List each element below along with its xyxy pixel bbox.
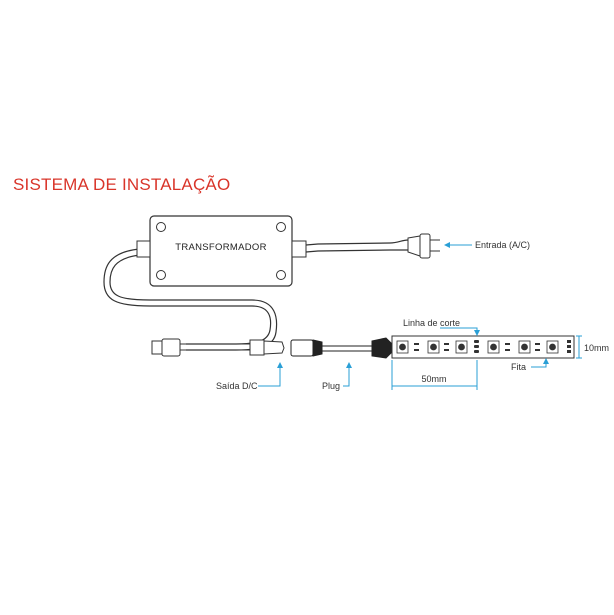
- screw-hole-br: [276, 270, 286, 280]
- input-pointer: [444, 242, 472, 248]
- output-arrowhead: [277, 362, 283, 368]
- transformer-label: TRANSFORMADOR: [175, 242, 267, 253]
- transformer-left-grommet: [136, 240, 151, 258]
- ac-plug: [407, 233, 440, 259]
- plug-label: Plug: [322, 381, 340, 391]
- diagram-title: SISTEMA DE INSTALAÇÃO: [13, 175, 230, 194]
- segment-length-label: 50mm: [421, 374, 446, 384]
- led-strip: [391, 335, 575, 359]
- screw-hole-tl: [156, 222, 166, 232]
- screw-hole-tr: [276, 222, 286, 232]
- strip-label: Fita: [511, 362, 526, 372]
- strip-arrowhead: [543, 358, 549, 364]
- cut-line-label: Linha de corte: [403, 318, 460, 328]
- output-label: Saída D/C: [216, 381, 258, 391]
- cut-line-arrowhead: [474, 330, 480, 336]
- transformer: TRANSFORMADOR: [136, 215, 307, 287]
- width-dimension: [576, 335, 582, 359]
- led-chips: [396, 340, 559, 354]
- dc-output-connector: [151, 338, 285, 357]
- segment-dimension: [391, 360, 478, 390]
- input-cable: [305, 239, 409, 253]
- input-label: Entrada (A/C): [475, 240, 530, 250]
- cut-pads: [474, 340, 571, 353]
- plug-connector: [290, 337, 393, 359]
- screw-hole-bl: [156, 270, 166, 280]
- plug-pointer: [343, 366, 350, 387]
- plug-arrowhead: [346, 362, 352, 368]
- strip-width-label: 10mm: [584, 343, 609, 353]
- cut-line-pointer: [440, 327, 478, 334]
- transformer-right-grommet: [291, 240, 307, 258]
- resistors: [414, 343, 540, 351]
- output-pointer: [258, 366, 281, 387]
